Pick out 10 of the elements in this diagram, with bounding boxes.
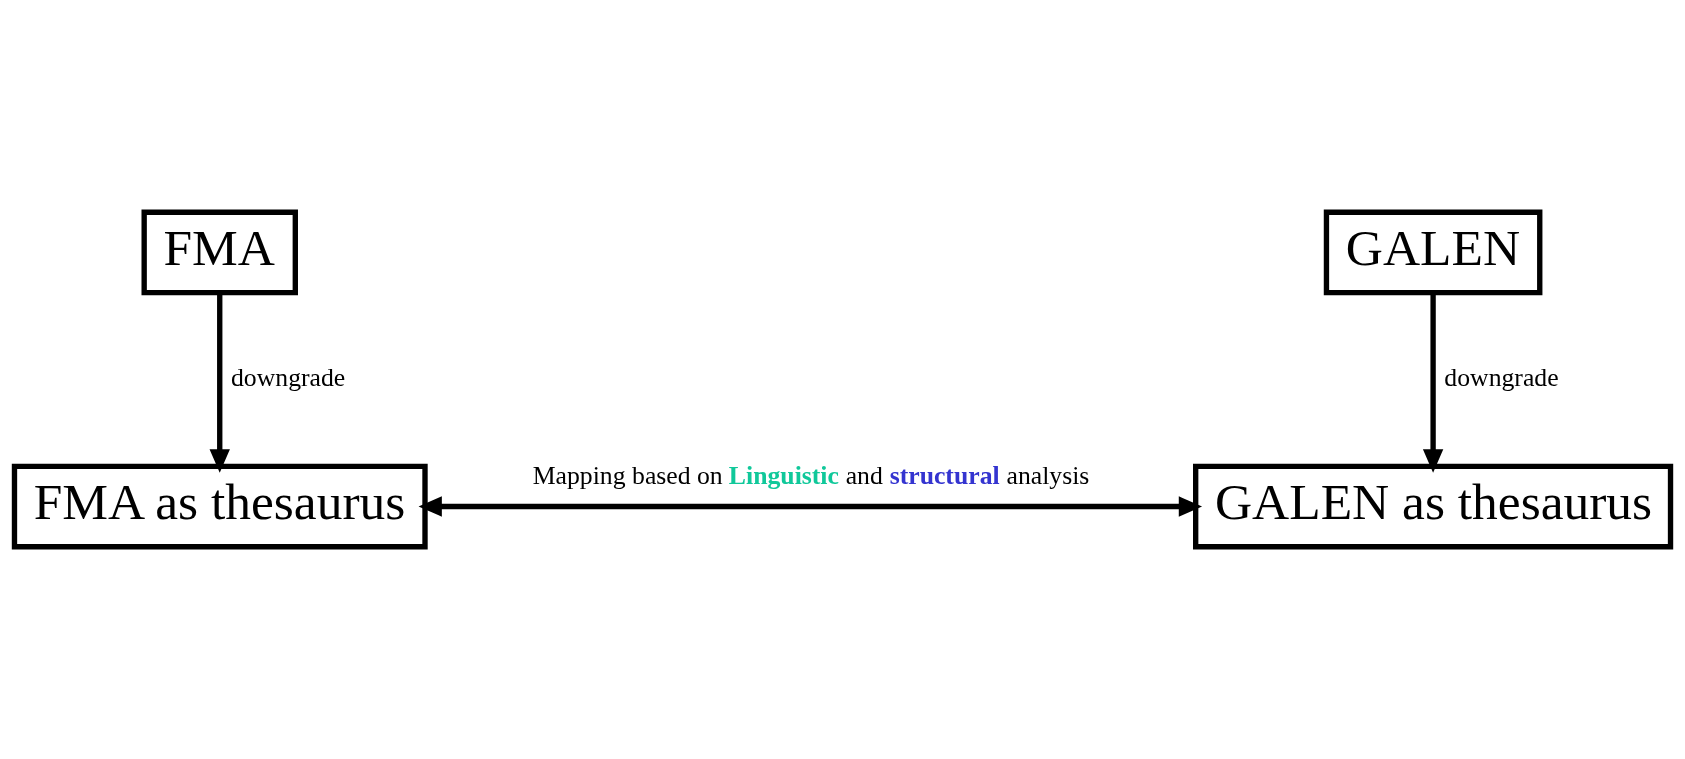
node-box: GALEN as thesaurus [1193,463,1674,550]
arrow [418,496,1203,517]
edge-label: downgrade [1444,363,1559,393]
node-box: FMA [141,209,298,296]
node-box: GALEN [1323,209,1543,296]
edge-label: downgrade [231,363,346,393]
arrow [209,292,230,473]
edge-label: Mapping based on Linguistic and structural analysis [532,461,1090,491]
arrow [1422,292,1444,473]
node-box: FMA as thesaurus [11,463,428,550]
